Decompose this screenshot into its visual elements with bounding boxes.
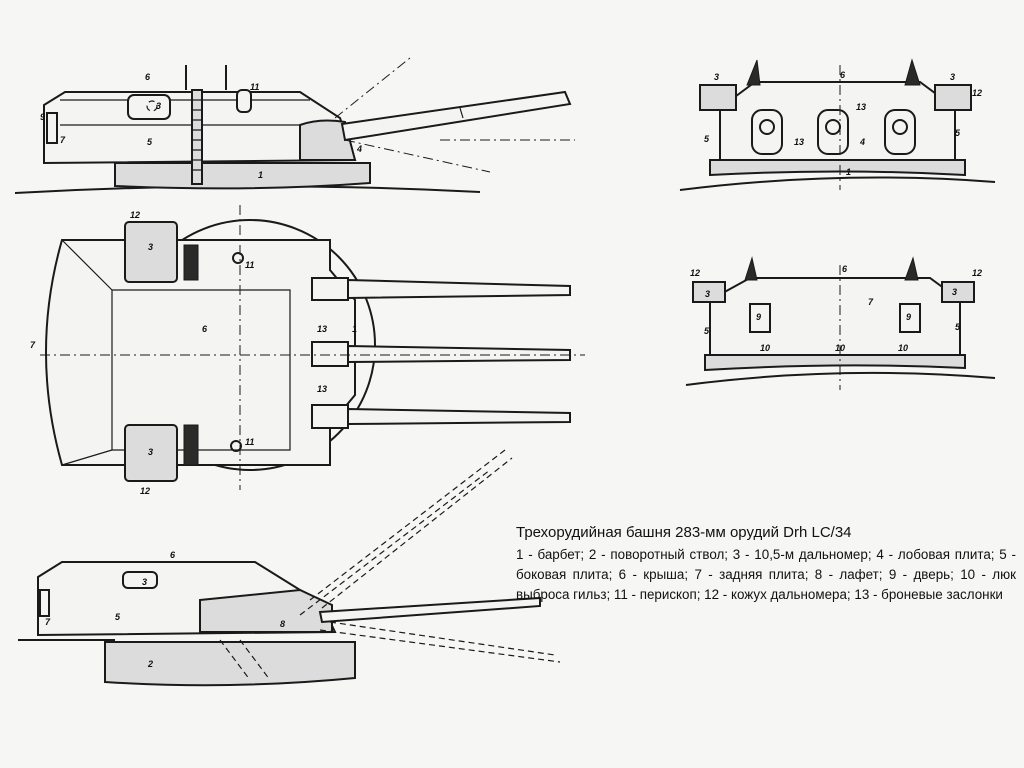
label-11: 11 xyxy=(250,82,259,92)
label-3-front-r: 3 xyxy=(950,72,955,82)
label-1: 1 xyxy=(258,170,263,180)
label-6-bot: 6 xyxy=(170,550,176,560)
figure-caption: Трехорудийная башня 283-мм орудий Drh LC… xyxy=(516,524,1016,605)
label-12-front: 12 xyxy=(972,88,982,98)
label-9: 9 xyxy=(40,112,45,122)
label-12-top-b: 12 xyxy=(140,486,150,496)
front-view xyxy=(679,58,996,191)
label-7: 7 xyxy=(60,135,66,145)
label-3-rear-l: 3 xyxy=(705,289,710,299)
label-1-front: 1 xyxy=(846,167,851,177)
label-5-rear-l: 5 xyxy=(704,326,710,336)
label-9-rear-r: 9 xyxy=(906,312,911,322)
label-7-top: 7 xyxy=(30,340,36,350)
label-6: 6 xyxy=(145,72,151,82)
plan-view xyxy=(40,205,585,490)
label-1-top: 1 xyxy=(352,324,357,334)
label-13-top-b: 13 xyxy=(317,384,327,394)
label-10-rear-c: 10 xyxy=(898,343,908,353)
label-3-top-b: 3 xyxy=(148,447,153,457)
label-13-front-r: 13 xyxy=(856,102,866,112)
label-5-bot: 5 xyxy=(115,612,121,622)
label-7-rear: 7 xyxy=(868,297,874,307)
rear-view xyxy=(685,256,996,390)
label-12-rear-l: 12 xyxy=(690,268,700,278)
label-3-rear-r: 3 xyxy=(952,287,957,297)
label-10-rear-b: 10 xyxy=(835,343,845,353)
label-2-bot: 2 xyxy=(147,659,153,669)
caption-legend: 1 - барбет; 2 - поворотный ствол; 3 - 10… xyxy=(516,547,1016,602)
label-12-rear-r: 12 xyxy=(972,268,982,278)
label-3-bot: 3 xyxy=(142,577,147,587)
label-5-front-l: 5 xyxy=(704,134,710,144)
label-9-rear-l: 9 xyxy=(756,312,761,322)
label-5-rear-r: 5 xyxy=(955,322,961,332)
label-6-rear: 6 xyxy=(842,264,848,274)
label-4: 4 xyxy=(356,144,362,154)
part-labels: 6 9 7 5 11 3 4 1 12 3 11 7 6 13 1 13 3 1… xyxy=(30,70,982,669)
label-3: 3 xyxy=(156,101,161,111)
label-5: 5 xyxy=(147,137,153,147)
label-7-bot: 7 xyxy=(45,617,51,627)
label-8-bot: 8 xyxy=(280,619,285,629)
label-11-top-b: 11 xyxy=(245,437,254,447)
caption-title: Трехорудийная башня 283-мм орудий Drh LC… xyxy=(516,524,852,541)
side-view-bottom xyxy=(18,449,561,687)
label-11-top: 11 xyxy=(245,260,254,270)
label-6-front: 6 xyxy=(840,70,846,80)
label-5-front-r: 5 xyxy=(955,128,961,138)
label-13-front-l: 13 xyxy=(794,137,804,147)
label-4-front: 4 xyxy=(859,137,865,147)
label-10-rear-a: 10 xyxy=(760,343,770,353)
label-12-top: 12 xyxy=(130,210,140,220)
label-3-top: 3 xyxy=(148,242,153,252)
label-3-front-l: 3 xyxy=(714,72,719,82)
label-6-top: 6 xyxy=(202,324,208,334)
side-view-top xyxy=(14,57,575,194)
label-13-top-a: 13 xyxy=(317,324,327,334)
